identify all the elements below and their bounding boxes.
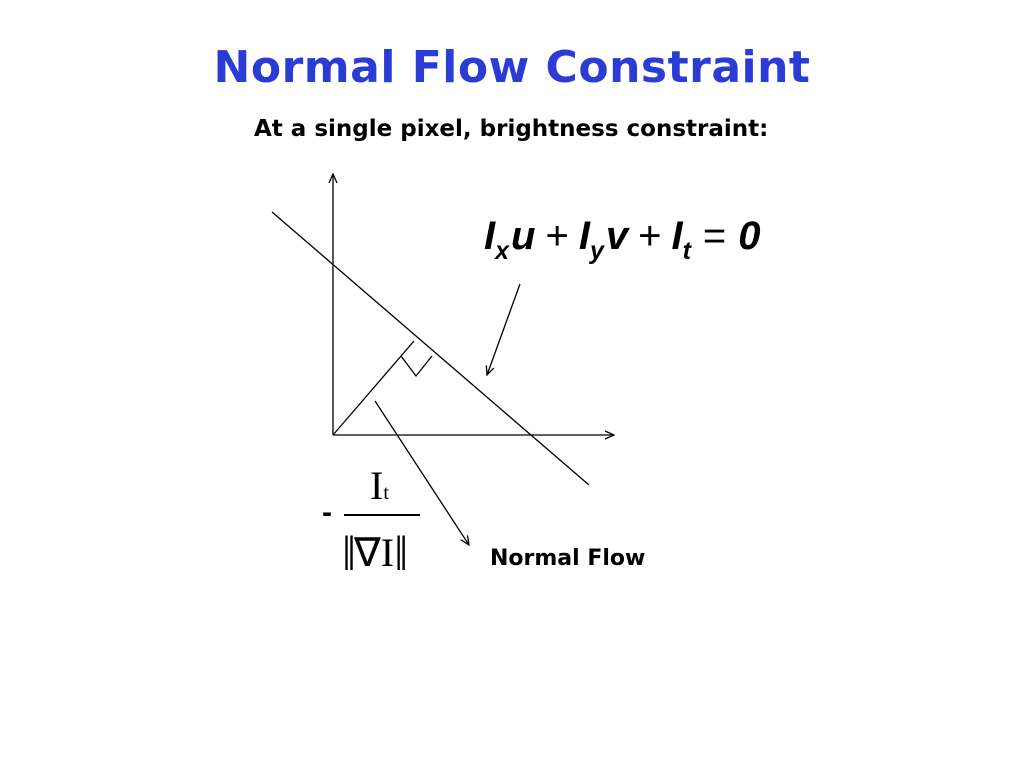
- eq-y-subscript: y: [589, 237, 604, 265]
- eq-I-symbol: I: [484, 214, 496, 258]
- norm-bars-left: ‖: [342, 525, 356, 581]
- formula-numerator-I: I: [370, 463, 384, 508]
- eq-x-subscript: x: [495, 237, 510, 265]
- formula-numerator: It: [370, 462, 389, 509]
- formula-minus-sign: -: [322, 496, 332, 529]
- eq-equals-sign: =: [702, 214, 727, 258]
- eq-v-symbol: v: [605, 214, 629, 258]
- slide-subtitle: At a single pixel, brightness constraint…: [254, 116, 769, 142]
- normal-flow-vector: [332, 340, 415, 436]
- slide-title: Normal Flow Constraint: [213, 42, 811, 93]
- equation-pointer-arrow: [487, 283, 521, 375]
- formula-denominator: ‖∇I‖: [342, 520, 408, 581]
- fraction-bar: [344, 514, 420, 516]
- normal-flow-magnitude-formula: - It ‖∇I‖: [322, 462, 432, 582]
- brightness-constraint-equation: Ixu+Iyv+It=0: [484, 214, 761, 264]
- eq-plus-sign: +: [638, 214, 662, 258]
- normal-flow-label: Normal Flow: [490, 546, 646, 571]
- formula-numerator-t-subscript: t: [383, 482, 389, 504]
- eq-zero: 0: [738, 214, 761, 258]
- eq-I-symbol: I: [671, 214, 683, 258]
- eq-plus-sign: +: [545, 214, 569, 258]
- eq-t-subscript: t: [682, 237, 691, 265]
- constraint-line: [271, 211, 590, 486]
- right-angle-marker: [400, 355, 433, 378]
- eq-I-symbol: I: [578, 214, 590, 258]
- norm-bars-right: ‖: [394, 525, 408, 581]
- normal-flow-pointer-arrow: [374, 400, 469, 545]
- eq-u-symbol: u: [511, 214, 536, 258]
- gradient-I: ∇I: [354, 530, 395, 575]
